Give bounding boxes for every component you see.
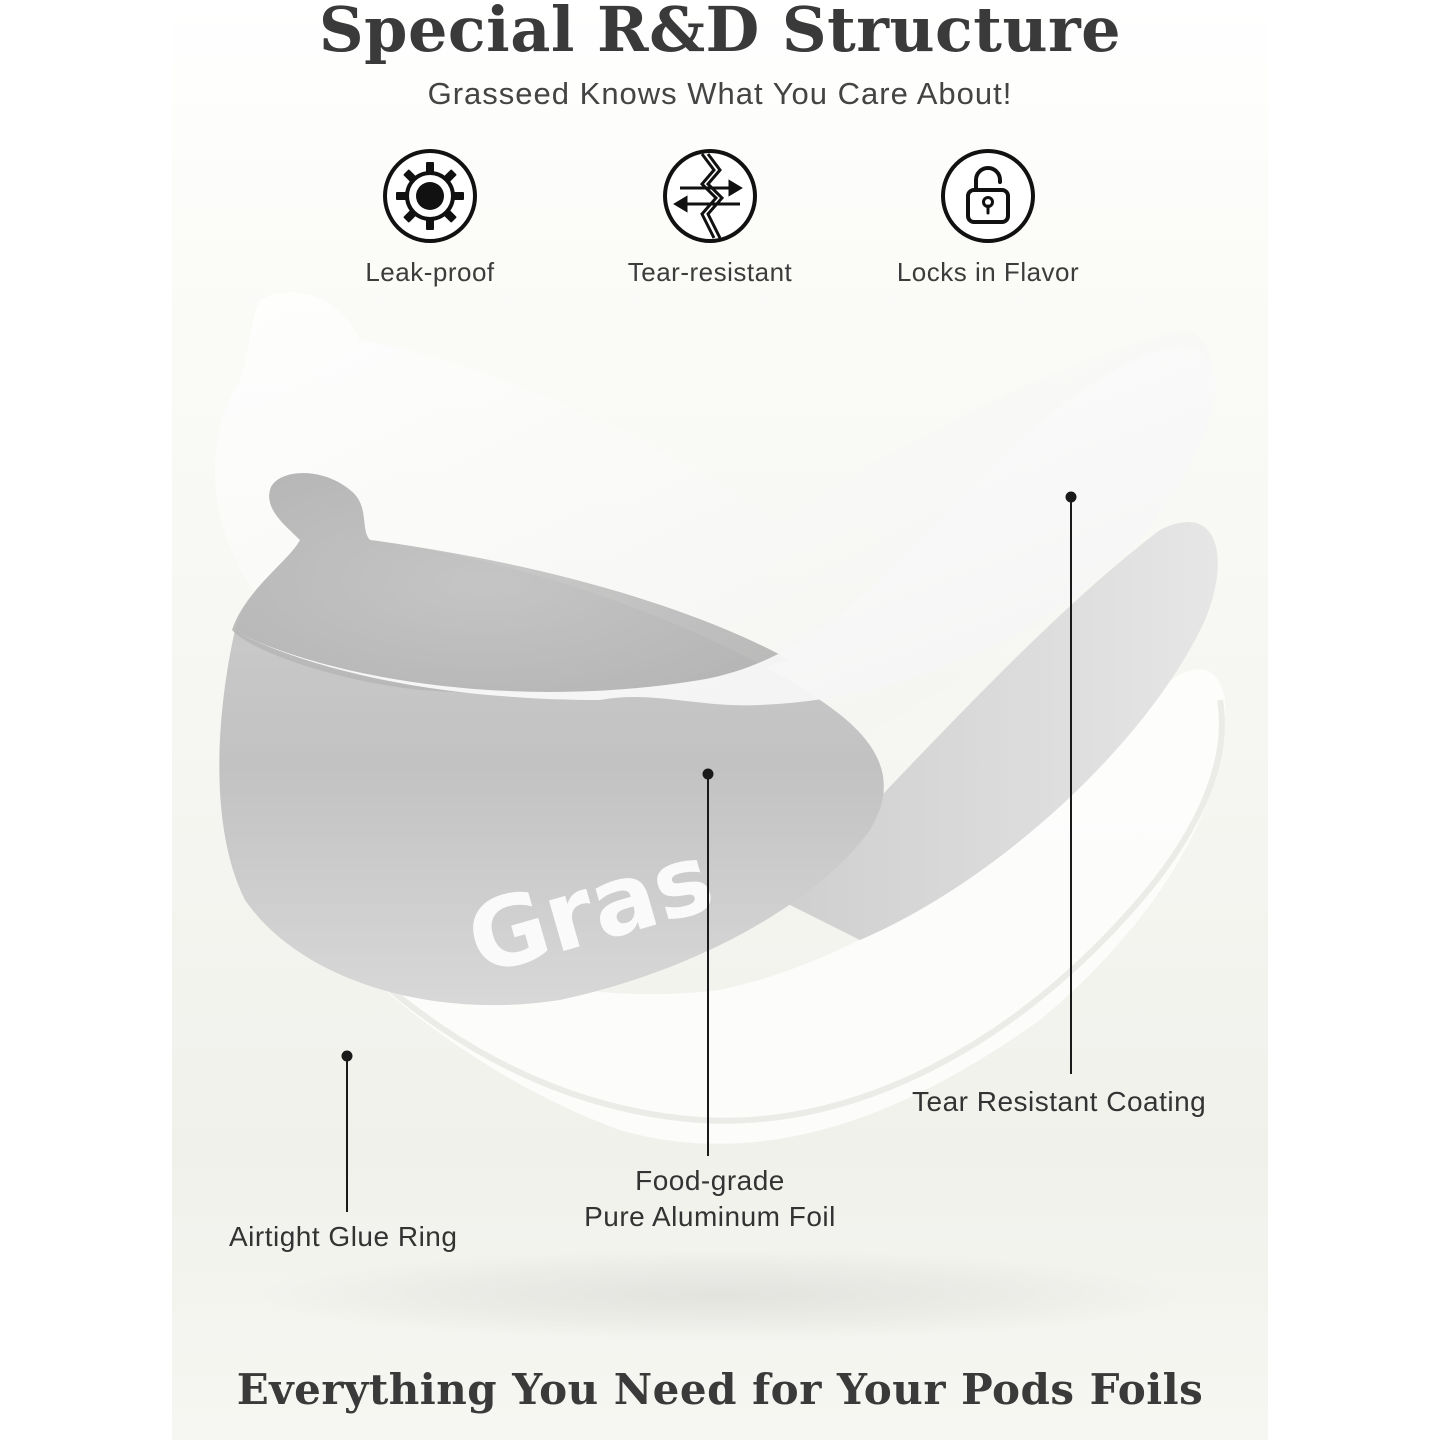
feature-tear-resistant: Tear-resistant (580, 148, 840, 292)
feature-leak-proof: Leak-proof (300, 148, 560, 292)
padlock-icon (941, 149, 1035, 243)
feature-locks-in-flavor: Locks in Flavor (858, 148, 1118, 292)
tear-arrows-icon (663, 149, 757, 243)
gear-icon (383, 149, 477, 243)
callout-foil-line1: Food-grade (635, 1165, 785, 1196)
curling-sheet (232, 347, 1216, 706)
foil-right-wing (780, 522, 1218, 940)
callout-foil-line2: Pure Aluminum Foil (584, 1201, 836, 1232)
feature-label: Tear-resistant (627, 257, 793, 287)
feature-label: Locks in Flavor (896, 257, 1080, 287)
glue-leader-dot (341, 1050, 353, 1062)
page-subtitle: Grasseed Knows What You Care About! (427, 76, 1013, 111)
callout-glue-ring: Airtight Glue Ring (229, 1221, 458, 1252)
glue-ring-layer (240, 669, 1226, 1144)
foil-leader-dot (702, 768, 714, 780)
floor-shadow (260, 1250, 1180, 1340)
callout-coating: Tear Resistant Coating (912, 1086, 1207, 1117)
page-title: Special R&D Structure (318, 0, 1122, 66)
footer-tagline: Everything You Need for Your Pods Foils (236, 1365, 1204, 1414)
leader-lines (341, 491, 1077, 1212)
feature-label: Leak-proof (365, 257, 495, 287)
coating-leader-dot (1065, 491, 1077, 503)
